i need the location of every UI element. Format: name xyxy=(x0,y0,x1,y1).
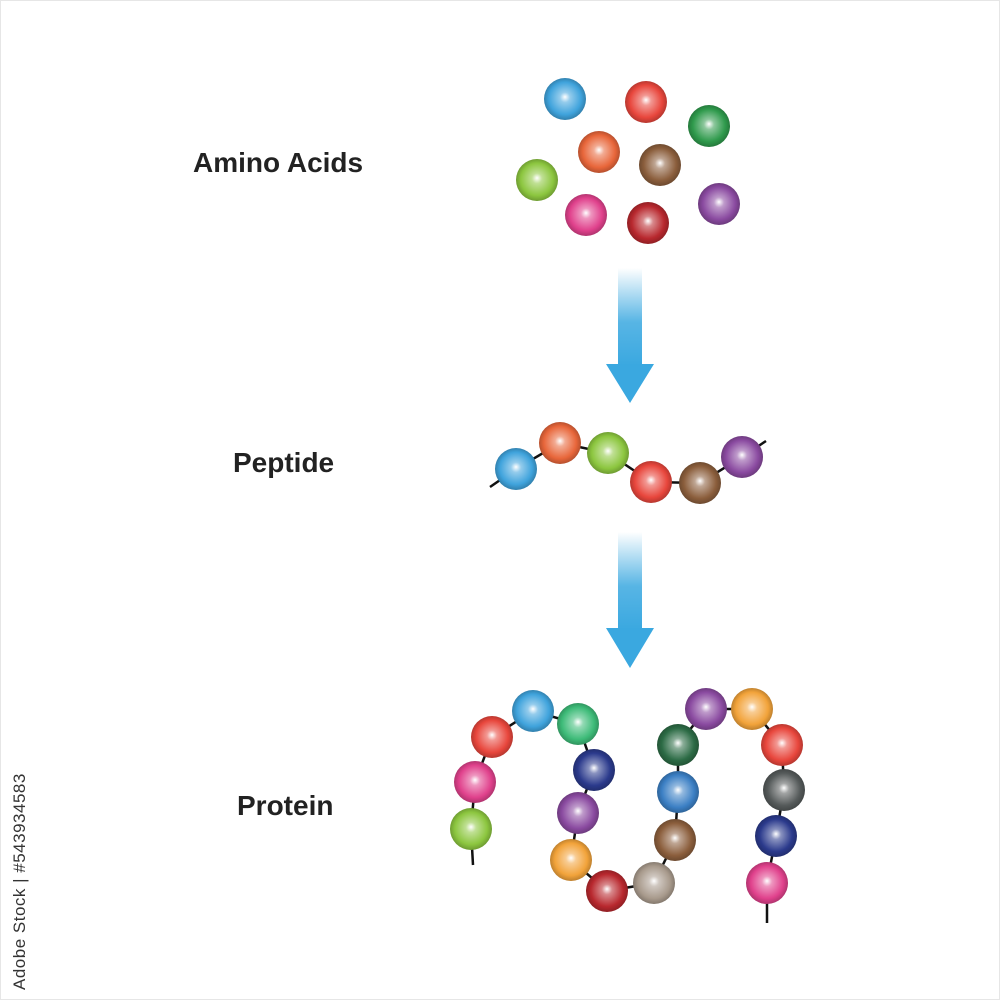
free-amino-acid xyxy=(688,105,730,147)
protein-residue xyxy=(657,771,699,813)
arrow-peptide-to-protein xyxy=(606,532,654,668)
free-amino-acid xyxy=(516,159,558,201)
watermark-text: Adobe Stock | #543934583 xyxy=(10,773,29,990)
protein-residue xyxy=(761,724,803,766)
protein-residue xyxy=(746,862,788,904)
arrow-head xyxy=(606,628,654,668)
protein-residue xyxy=(550,839,592,881)
free-amino-acid xyxy=(544,78,586,120)
peptide-residue xyxy=(721,436,763,478)
protein-residue xyxy=(586,870,628,912)
protein-residue xyxy=(685,688,727,730)
peptide-bonds xyxy=(469,439,786,923)
amino-acid-beads xyxy=(450,78,805,912)
free-amino-acid xyxy=(627,202,669,244)
free-amino-acid xyxy=(625,81,667,123)
peptide-residue xyxy=(495,448,537,490)
arrow-head xyxy=(606,364,654,403)
protein-residue xyxy=(731,688,773,730)
amino-acids-label: Amino Acids xyxy=(193,147,363,178)
protein-residue xyxy=(654,819,696,861)
protein-label: Protein xyxy=(237,790,333,821)
peptide-residue xyxy=(679,462,721,504)
peptide-label: Peptide xyxy=(233,447,334,478)
peptide-residue xyxy=(587,432,629,474)
arrow-amino-to-peptide xyxy=(606,268,654,403)
arrow-shaft xyxy=(618,268,642,366)
protein-residue xyxy=(512,690,554,732)
protein-residue xyxy=(763,769,805,811)
protein-residue xyxy=(573,749,615,791)
free-amino-acid xyxy=(578,131,620,173)
stock-watermark-id: Adobe Stock | #543934583 xyxy=(10,10,30,990)
protein-residue xyxy=(755,815,797,857)
arrow-shaft xyxy=(618,532,642,630)
protein-residue xyxy=(657,724,699,766)
free-amino-acid xyxy=(565,194,607,236)
protein-residue xyxy=(557,703,599,745)
protein-residue xyxy=(557,792,599,834)
protein-residue xyxy=(454,761,496,803)
peptide-residue xyxy=(539,422,581,464)
free-amino-acid xyxy=(639,144,681,186)
protein-residue xyxy=(633,862,675,904)
protein-residue xyxy=(471,716,513,758)
peptide-residue xyxy=(630,461,672,503)
free-amino-acid xyxy=(698,183,740,225)
protein-residue xyxy=(450,808,492,850)
